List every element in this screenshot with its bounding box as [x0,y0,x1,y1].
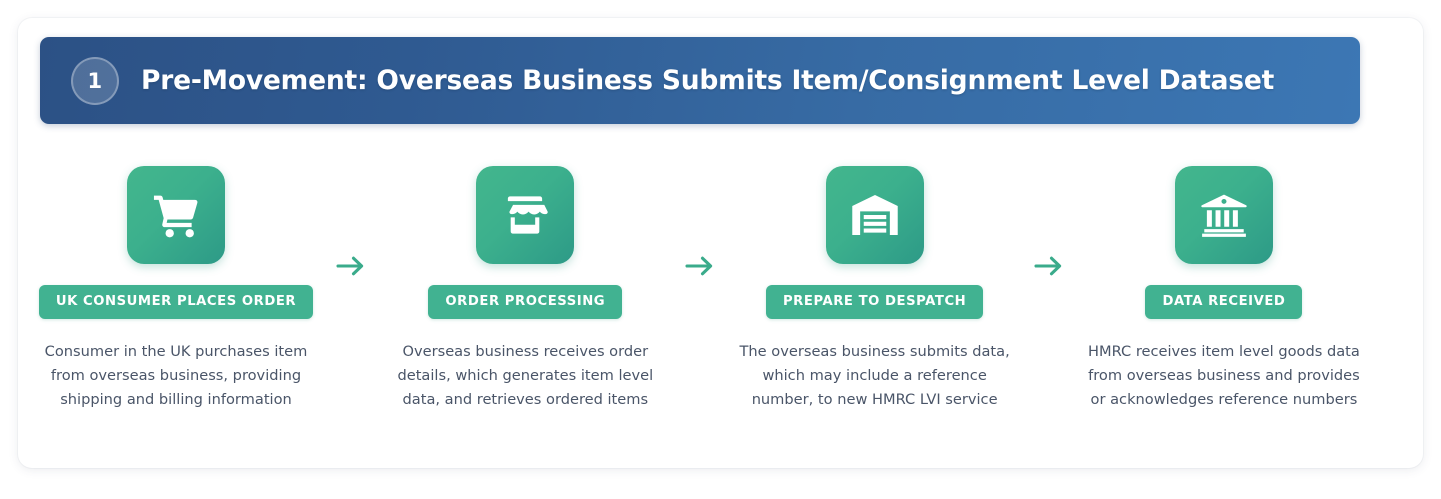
process-steps: UK CONSUMER PLACES ORDER Consumer in the… [38,166,1360,412]
process-step-order-processing: ORDER PROCESSING Overseas business recei… [389,166,661,412]
storefront-icon [476,166,575,264]
step-badge: PREPARE TO DESPATCH [765,285,984,319]
step-number-label: 1 [87,68,103,93]
step-badge: UK CONSUMER PLACES ORDER [38,285,314,319]
bank-icon [1174,166,1273,264]
arrow-right-icon [329,253,373,279]
banner-title: Pre-Movement: Overseas Business Submits … [141,65,1275,96]
process-step-prepare-to-despatch: PREPARE TO DESPATCH The overseas busines… [739,166,1011,412]
step-number-badge: 1 [71,56,119,105]
shopping-cart-icon [127,166,225,264]
step-badge: ORDER PROCESSING [428,285,623,319]
stage-banner: 1 Pre-Movement: Overseas Business Submit… [40,37,1360,124]
step-description: The overseas business submits data, whic… [739,343,1010,408]
process-step-uk-consumer-places-order: UK CONSUMER PLACES ORDER Consumer in the… [38,166,314,412]
step-description: HMRC receives item level goods data from… [1088,343,1360,408]
step-badge: DATA RECEIVED [1145,285,1303,319]
warehouse-icon [825,166,924,264]
step-description: Overseas business receives order details… [397,343,654,408]
arrow-right-icon [678,253,722,279]
arrow-right-icon [1027,253,1071,279]
process-step-data-received: DATA RECEIVED HMRC receives item level g… [1088,166,1360,412]
step-description: Consumer in the UK purchases item from o… [44,343,308,408]
